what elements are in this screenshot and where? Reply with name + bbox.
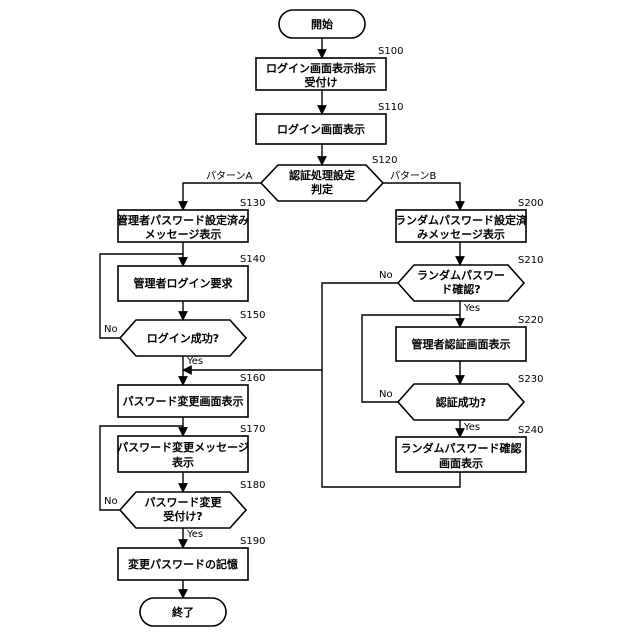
edge-label-no: No xyxy=(104,324,118,335)
step-s190: 変更パスワードの記憶 S190 xyxy=(118,536,265,580)
step-label: 表示 xyxy=(171,455,194,469)
decision-s230: 認証成功? S230 xyxy=(398,374,543,420)
start-terminal: 開始 xyxy=(279,10,365,38)
decision-label: 認証成功? xyxy=(436,395,486,409)
edge-label-pattern-b: パターンB xyxy=(390,170,436,182)
edge-label-pattern-a: パターンA xyxy=(206,170,252,182)
decision-label: 認証処理設定 xyxy=(289,168,355,182)
step-id: S120 xyxy=(372,155,397,166)
step-id: S210 xyxy=(518,255,543,266)
step-s130: 管理者パスワード設定済み メッセージ表示 S130 xyxy=(117,198,265,242)
decision-label: パスワード変更 xyxy=(145,495,223,509)
decision-s180: パスワード変更 受付け? S180 xyxy=(120,480,265,528)
step-id: S130 xyxy=(240,198,265,209)
step-label: 管理者パスワード設定済み xyxy=(117,213,249,227)
step-s140: 管理者ログイン要求 S140 xyxy=(118,254,265,301)
step-id: S140 xyxy=(240,254,265,265)
decision-s150: ログイン成功? S150 xyxy=(120,310,265,356)
step-id: S190 xyxy=(240,536,265,547)
edge-label-yes: Yes xyxy=(463,303,480,314)
step-id: S200 xyxy=(518,198,543,209)
step-id: S160 xyxy=(240,373,265,384)
edge-label-no: No xyxy=(104,496,118,507)
step-s220: 管理者認証画面表示 S220 xyxy=(396,315,543,361)
decision-s120: 認証処理設定 判定 S120 xyxy=(261,155,397,201)
step-label: ログイン画面表示 xyxy=(277,122,365,136)
step-id: S170 xyxy=(240,424,265,435)
decision-label: ド確認? xyxy=(441,282,480,296)
edge-label-no: No xyxy=(379,389,393,400)
step-s110: ログイン画面表示 S110 xyxy=(256,102,403,144)
step-id: S240 xyxy=(518,425,543,436)
step-label: パスワード変更画面表示 xyxy=(123,394,244,408)
step-label: ログイン画面表示指示 xyxy=(266,61,376,75)
edge-label-yes: Yes xyxy=(186,529,203,540)
edge-label-no: No xyxy=(379,270,393,281)
step-label: 画面表示 xyxy=(439,456,483,470)
step-label: 変更パスワードの記憶 xyxy=(128,557,238,571)
step-s160: パスワード変更画面表示 S160 xyxy=(118,373,265,417)
step-label: みメッセージ表示 xyxy=(417,227,505,241)
step-id: S100 xyxy=(378,46,403,57)
step-label: メッセージ表示 xyxy=(145,227,222,241)
edge-label-yes: Yes xyxy=(463,422,480,433)
step-label: 管理者認証画面表示 xyxy=(412,337,511,351)
decision-label: ログイン成功? xyxy=(147,331,219,345)
edge-label-yes: Yes xyxy=(186,356,203,367)
start-label: 開始 xyxy=(311,17,333,31)
decision-label: 受付け? xyxy=(163,509,202,523)
step-s200: ランダムパスワード設定済 みメッセージ表示 S200 xyxy=(395,198,543,242)
step-id: S110 xyxy=(378,102,403,113)
step-id: S150 xyxy=(240,310,265,321)
end-terminal: 終了 xyxy=(140,598,226,626)
decision-s210: ランダムパスワー ド確認? S210 xyxy=(398,255,543,301)
step-label: パスワード変更メッセージ xyxy=(117,440,249,454)
step-label: ランダムパスワード設定済 xyxy=(395,213,528,227)
decision-label: 判定 xyxy=(311,182,333,196)
step-id: S180 xyxy=(240,480,265,491)
step-s100: ログイン画面表示指示 受付け S100 xyxy=(256,46,403,90)
step-id: S220 xyxy=(518,315,543,326)
decision-label: ランダムパスワー xyxy=(417,268,505,282)
step-label: 受付け xyxy=(305,75,338,89)
step-id: S230 xyxy=(518,374,543,385)
step-label: 管理者ログイン要求 xyxy=(134,276,234,290)
step-s170: パスワード変更メッセージ 表示 S170 xyxy=(117,424,265,472)
end-label: 終了 xyxy=(172,605,194,619)
step-label: ランダムパスワード確認 xyxy=(401,441,522,455)
